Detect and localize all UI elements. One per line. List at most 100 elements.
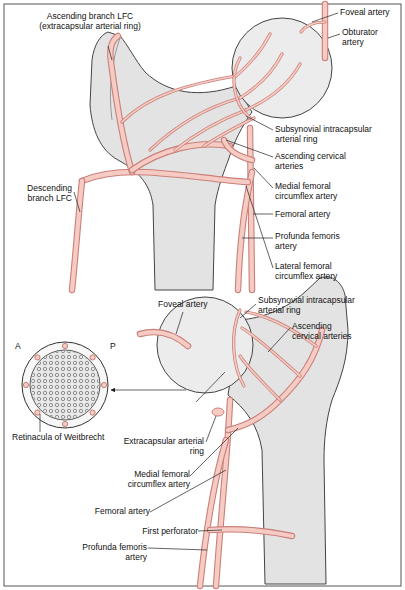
vessel bbox=[210, 529, 292, 536]
vessel bbox=[132, 144, 230, 170]
part-label: Ascending branch LFC (extracapsular arte… bbox=[30, 12, 150, 31]
neck-section-outer bbox=[22, 342, 108, 428]
part-label: Profunda femoris artery bbox=[275, 232, 345, 251]
part-label: Extracapsular arterial ring bbox=[122, 437, 204, 456]
vessel bbox=[210, 529, 292, 536]
part-label: Retinacula of Weitbrecht bbox=[12, 433, 132, 443]
part-label: A bbox=[15, 342, 27, 352]
part-label: Femoral artery bbox=[80, 507, 150, 517]
leader-line bbox=[268, 328, 290, 352]
vessel bbox=[236, 34, 270, 76]
vessel bbox=[224, 140, 252, 160]
vessel bbox=[150, 98, 240, 150]
vessel bbox=[204, 118, 254, 146]
vessel bbox=[238, 172, 252, 290]
vessel bbox=[122, 76, 236, 122]
vessel bbox=[236, 34, 270, 76]
part-label: Foveal artery bbox=[158, 300, 228, 310]
vessel bbox=[238, 172, 252, 290]
vessel bbox=[240, 356, 280, 400]
vessel bbox=[240, 356, 280, 400]
leader-line bbox=[40, 414, 41, 432]
part-label: Medial femoral circumflex artery bbox=[105, 470, 190, 489]
vessel bbox=[250, 128, 252, 290]
vessel bbox=[246, 64, 300, 110]
vessel bbox=[150, 98, 240, 150]
vessel bbox=[122, 76, 236, 122]
part-label: First perforator bbox=[120, 527, 198, 537]
leader-line bbox=[253, 214, 273, 215]
femoral-head bbox=[157, 297, 253, 393]
section-line bbox=[196, 372, 225, 402]
leaders-bottom bbox=[40, 304, 290, 550]
vessel bbox=[224, 140, 252, 160]
vessel bbox=[301, 22, 325, 32]
retinacular-vessel bbox=[62, 421, 67, 426]
retinacular-vessel bbox=[62, 343, 67, 348]
leader-line bbox=[74, 192, 80, 212]
vessel bbox=[250, 128, 252, 290]
part-label: Subsynovial intracapsular arterial ring bbox=[258, 296, 363, 315]
part-label: Femoral artery bbox=[275, 210, 355, 220]
vessels-bottom bbox=[140, 310, 322, 586]
leader-line bbox=[242, 238, 273, 239]
part-label: Ascending cervical arteries bbox=[275, 152, 355, 171]
vessel bbox=[72, 181, 82, 290]
part-label: Foveal artery bbox=[340, 8, 400, 18]
vessel bbox=[204, 118, 254, 146]
part-label: Ascending cervical arteries bbox=[292, 322, 362, 341]
part-label: Profunda femoris artery bbox=[82, 543, 147, 562]
retinacular-vessel bbox=[101, 382, 106, 387]
section-arrow bbox=[111, 390, 186, 391]
leader-line bbox=[254, 168, 273, 188]
figure-border bbox=[4, 4, 401, 586]
vessel-cut-end bbox=[212, 408, 224, 416]
part-label: Descending branch LFC bbox=[8, 184, 72, 203]
leader-line bbox=[240, 304, 256, 318]
vessel bbox=[323, 4, 327, 58]
leader-line bbox=[328, 34, 340, 38]
part-label: P bbox=[110, 342, 122, 352]
vessel bbox=[110, 36, 132, 172]
vessel bbox=[246, 64, 300, 110]
vessel bbox=[175, 110, 246, 150]
part-label: Subsynovial intracapsular arterial ring bbox=[275, 125, 375, 144]
vessel bbox=[82, 172, 248, 182]
retinacular-vessel bbox=[35, 355, 40, 360]
leader-line bbox=[198, 530, 222, 531]
part-label: Obturator artery bbox=[342, 28, 392, 47]
vessel bbox=[234, 310, 244, 386]
leader-line bbox=[176, 312, 183, 334]
part-label: Lateral femoral circumflex artery bbox=[275, 262, 355, 281]
vessel bbox=[234, 310, 244, 386]
vessel bbox=[132, 144, 230, 170]
vessel bbox=[140, 332, 188, 346]
vessel bbox=[322, 4, 329, 58]
leader-line bbox=[312, 13, 338, 22]
vessel bbox=[242, 328, 300, 376]
neck-section-inner bbox=[30, 350, 100, 420]
vessel bbox=[301, 22, 325, 32]
leader-line bbox=[226, 140, 273, 157]
leader-line bbox=[148, 548, 207, 550]
trabecular-bone bbox=[31, 351, 99, 419]
leader-line bbox=[206, 416, 216, 442]
leader-line bbox=[246, 116, 273, 130]
vessel bbox=[175, 110, 246, 150]
vessel bbox=[140, 332, 188, 346]
retinacular-vessel bbox=[90, 355, 95, 360]
retinacular-vessel bbox=[23, 382, 28, 387]
vessel bbox=[110, 36, 132, 172]
retinacular-vessel bbox=[90, 410, 95, 415]
femoral-head bbox=[232, 18, 332, 118]
femur-anterior bbox=[90, 32, 252, 290]
vessel bbox=[72, 181, 82, 290]
vessel bbox=[242, 328, 300, 376]
cross-section bbox=[22, 342, 225, 428]
part-label: Medial femoral circumflex artery bbox=[275, 182, 355, 201]
leader-line bbox=[246, 186, 273, 268]
vessel bbox=[82, 172, 248, 182]
leader-line bbox=[108, 46, 112, 60]
retinacular-vessel bbox=[35, 410, 40, 415]
